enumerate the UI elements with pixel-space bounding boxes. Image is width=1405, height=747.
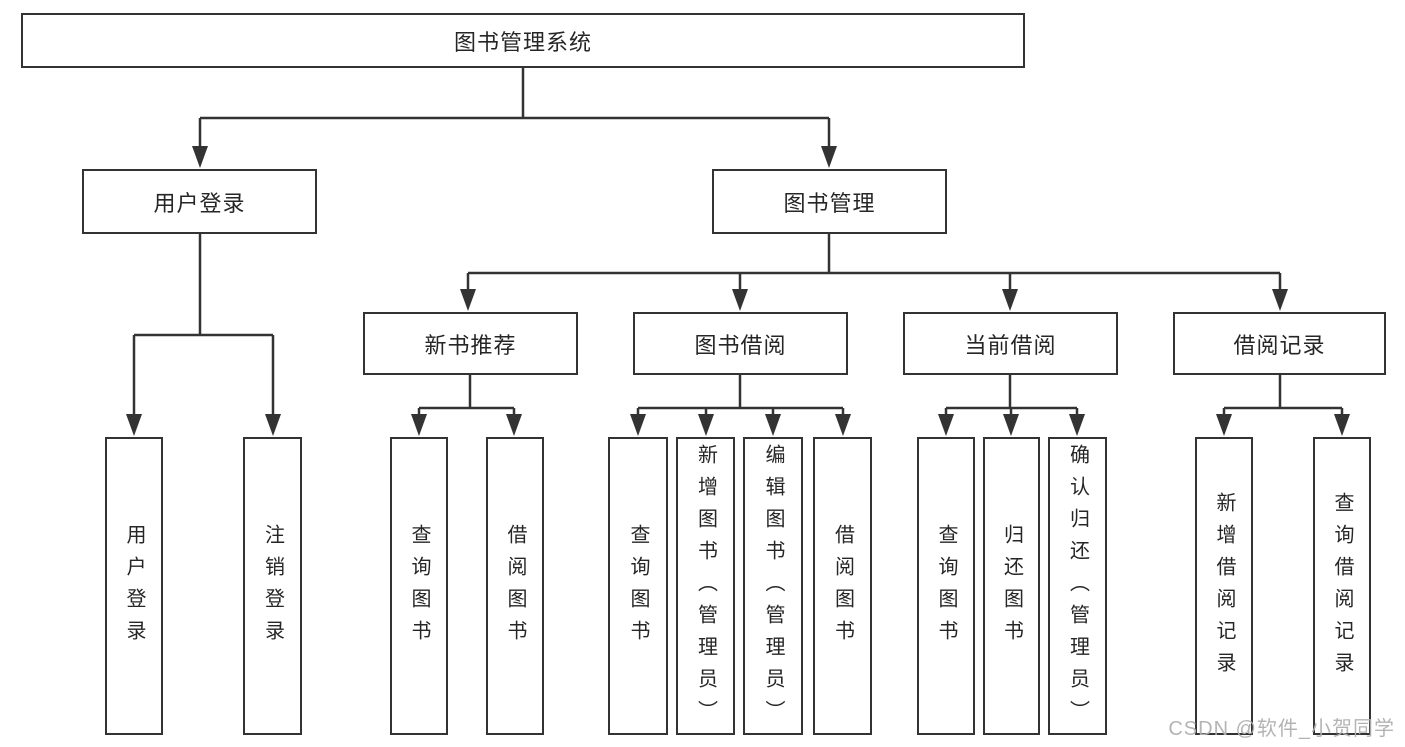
leaf-borrow-query-books: 查询图书 xyxy=(608,437,668,735)
connector-root-to-level2 xyxy=(192,68,837,168)
node-root: 图书管理系统 xyxy=(21,13,1025,68)
connector-borrowrecords-to-leaves xyxy=(1216,375,1350,436)
node-borrow-records: 借阅记录 xyxy=(1173,312,1386,375)
connector-currentborrow-to-leaves xyxy=(938,375,1085,436)
leaf-user-login: 用户登录 xyxy=(105,437,163,735)
connector-bookborrow-to-leaves xyxy=(630,375,851,436)
leaf-current-return-books: 归还图书 xyxy=(983,437,1040,735)
leaf-current-query-books: 查询图书 xyxy=(917,437,975,735)
node-book-management: 图书管理 xyxy=(712,169,947,234)
node-current-borrow: 当前借阅 xyxy=(903,312,1118,375)
leaf-current-confirm-return-admin: 确认归还（管理员） xyxy=(1048,437,1107,735)
node-user-login: 用户登录 xyxy=(82,169,317,234)
leaf-logout-login: 注销登录 xyxy=(243,437,302,735)
leaf-borrow-add-books-admin: 新增图书（管理员） xyxy=(676,437,735,735)
node-new-book-recommend: 新书推荐 xyxy=(363,312,578,375)
leaf-newrec-query-books: 查询图书 xyxy=(390,437,448,735)
watermark: CSDN @软件_小贺同学 xyxy=(1168,718,1395,740)
node-book-borrow: 图书借阅 xyxy=(633,312,848,375)
connector-userlogin-to-leaves xyxy=(126,234,281,436)
leaf-records-query-borrow-record: 查询借阅记录 xyxy=(1313,437,1371,735)
connector-newbook-to-leaves xyxy=(411,375,522,436)
leaf-borrow-borrow-books: 借阅图书 xyxy=(813,437,872,735)
connector-bookmgmt-to-level3 xyxy=(460,234,1288,311)
leaf-newrec-borrow-books: 借阅图书 xyxy=(486,437,544,735)
leaf-borrow-edit-books-admin: 编辑图书（管理员） xyxy=(743,437,803,735)
leaf-records-add-borrow-record: 新增借阅记录 xyxy=(1195,437,1253,735)
